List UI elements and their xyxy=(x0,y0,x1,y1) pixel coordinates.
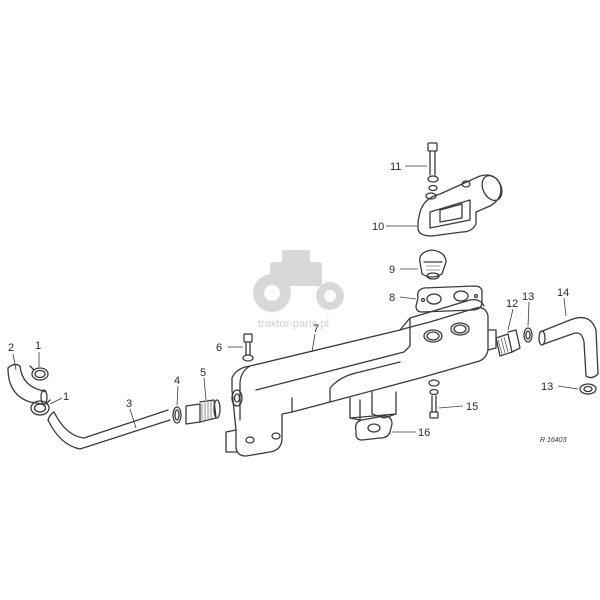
callout-6: 6 xyxy=(216,342,222,354)
reference-code: R 16403 xyxy=(540,437,567,444)
part-hose-clamp-upper xyxy=(29,365,49,381)
part-hose-clamp-lower xyxy=(30,399,51,416)
callout-14: 14 xyxy=(557,287,569,299)
part-thermostat xyxy=(419,249,447,280)
part-fitting-12 xyxy=(495,329,521,357)
callout-9: 9 xyxy=(389,264,395,276)
leader-lines xyxy=(12,165,579,433)
watermark: traktor-parts.pl xyxy=(253,250,344,330)
part-bolt-15 xyxy=(428,379,440,419)
part-long-hose xyxy=(47,409,171,450)
part-bent-hose xyxy=(538,316,599,379)
part-thermostat-housing xyxy=(417,174,503,237)
part-water-manifold xyxy=(225,298,497,457)
callout-16: 16 xyxy=(418,427,430,439)
part-elbow-hose xyxy=(7,363,48,405)
part-o-ring-13-lower xyxy=(579,383,597,395)
part-bolt-6 xyxy=(242,333,254,362)
watermark-text: traktor-parts.pl xyxy=(258,318,329,330)
callout-12: 12 xyxy=(506,298,518,310)
part-o-ring-small xyxy=(172,406,182,424)
tractor-icon xyxy=(253,250,344,312)
callout-2: 2 xyxy=(8,342,14,354)
part-bolt-11 xyxy=(427,142,439,192)
callouts: 1 1 2 3 4 5 6 7 8 9 10 11 12 13 13 14 15… xyxy=(8,161,569,439)
callout-1-lower: 1 xyxy=(63,391,69,403)
callout-8: 8 xyxy=(389,292,395,304)
callout-3: 3 xyxy=(126,398,132,410)
callout-10: 10 xyxy=(372,221,384,233)
callout-15: 15 xyxy=(466,401,478,413)
callout-7: 7 xyxy=(313,323,319,335)
part-gasket-8 xyxy=(415,285,483,313)
callout-5: 5 xyxy=(200,367,206,379)
part-gasket-16 xyxy=(354,415,393,441)
part-connector-fitting xyxy=(185,399,221,425)
callout-11: 11 xyxy=(390,161,401,173)
callout-13-upper: 13 xyxy=(522,291,534,303)
part-o-ring-13-upper xyxy=(523,327,533,343)
callout-13-lower: 13 xyxy=(541,381,553,393)
callout-1-upper: 1 xyxy=(35,340,41,352)
callout-4: 4 xyxy=(174,375,180,387)
